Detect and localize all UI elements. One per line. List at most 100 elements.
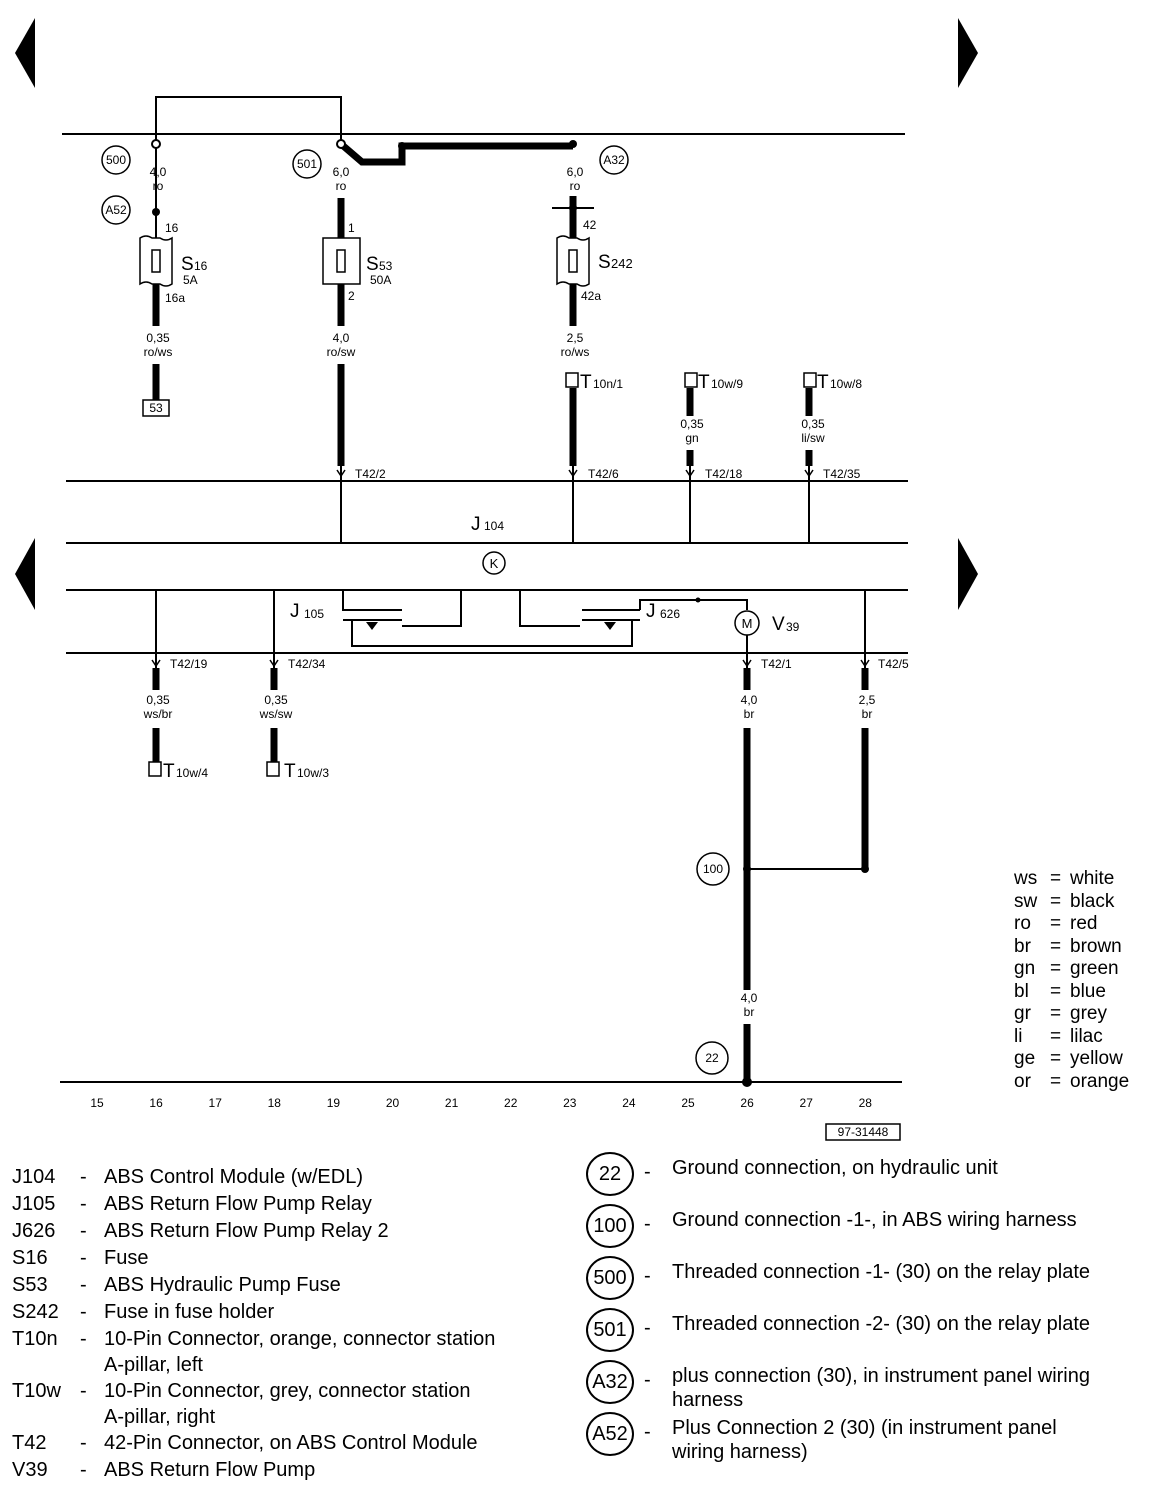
connection-legend-row: 100-Ground connection -1-, in ABS wiring… [586, 1204, 1146, 1254]
column-number: 17 [209, 1096, 223, 1110]
column-number: 24 [622, 1096, 636, 1110]
connector-t10w9-sub: 10w/9 [711, 377, 743, 391]
color-code: or [1014, 1070, 1031, 1092]
motor-v39-symbol: M [742, 616, 753, 631]
dash: - [644, 1213, 651, 1235]
component-legend-row: J105-ABS Return Flow Pump Relay [12, 1191, 572, 1243]
wire-a32-color: ro [570, 179, 581, 193]
circle-22 [695, 1041, 729, 1075]
wire-16b-color: ws/br [143, 707, 173, 721]
column-number: 25 [681, 1096, 695, 1110]
circle-22-label: 22 [705, 1051, 719, 1065]
pin-t42-35-label: T42/35 [823, 467, 861, 481]
color-name: orange [1070, 1070, 1130, 1092]
wire-26b-color: br [744, 707, 755, 721]
fuse-s53-pin-in: 1 [348, 221, 355, 235]
color-name: blue [1070, 980, 1106, 1002]
v39-sub: 39 [786, 620, 800, 634]
dash: - [80, 1380, 87, 1402]
circle-a52 [101, 195, 131, 225]
drawing-id-box [825, 1123, 901, 1141]
component-legend-row: S16-Fuse [12, 1245, 572, 1297]
terminal-53-label: 53 [149, 401, 163, 415]
wire-28b-color: br [862, 707, 873, 721]
color-name: brown [1070, 935, 1122, 957]
pin-t42-19-label: T42/19 [170, 657, 208, 671]
fuse-s53-pin-out: 2 [348, 289, 355, 303]
connection-code-circle: A52 [586, 1412, 634, 1456]
prev-section-arrow-icon[interactable] [15, 538, 35, 610]
wire-t10w9-size: 0,35 [680, 417, 704, 431]
wire-26b-size: 4,0 [741, 693, 758, 707]
column-number: 28 [859, 1096, 873, 1110]
j105-sub: 105 [304, 607, 324, 621]
component-code: T10w [12, 1380, 61, 1402]
connector-t10w3-main: T [284, 761, 296, 782]
dash: - [80, 1220, 87, 1242]
connection-legend-row: A32-plus connection (30), in instrument … [586, 1360, 1146, 1411]
component-code: S242 [12, 1301, 59, 1323]
wire-s53-size: 4,0 [333, 331, 350, 345]
pin-t42-34-label: T42/34 [288, 657, 326, 671]
next-section-arrow-icon[interactable] [958, 538, 978, 610]
pin-t42-18-label: T42/18 [705, 467, 743, 481]
column-number: 21 [445, 1096, 459, 1110]
component-description: ABS Control Module (w/EDL) [104, 1166, 363, 1188]
connection-code-circle: 500 [586, 1256, 634, 1300]
connection-code-circle: 100 [586, 1204, 634, 1248]
dash: - [80, 1432, 87, 1454]
connector-t10w4-sub: 10w/4 [176, 766, 208, 780]
color-name: green [1070, 958, 1119, 979]
j105-arrow-icon [366, 622, 378, 630]
connector-t10n1-main: T [580, 372, 592, 393]
color-legend-row: gn=green [1014, 958, 1129, 981]
j104-sub: 104 [484, 519, 504, 533]
dash: - [644, 1265, 651, 1287]
connection-legend-row: A52-Plus Connection 2 (30) (in instrumen… [586, 1412, 1146, 1463]
wire-s16-color: ro/ws [144, 345, 173, 359]
circle-501-label: 501 [297, 157, 317, 171]
pin-t42-6-label: T42/6 [588, 467, 619, 481]
splice-a32 [569, 204, 577, 212]
component-description: ABS Hydraulic Pump Fuse [104, 1274, 341, 1296]
next-page-arrow-icon[interactable] [958, 18, 978, 88]
fuse-s16-name: S [181, 254, 194, 275]
connection-description: Ground connection, on hydraulic unit [672, 1157, 998, 1179]
bridge-500-501 [155, 96, 342, 140]
fuse-s16-element [151, 249, 161, 273]
wire-t10w8-color: li/sw [801, 431, 825, 445]
connector-t10w4-symbol [148, 761, 162, 777]
column-number: 27 [800, 1096, 814, 1110]
color-legend-row: bl=blue [1014, 981, 1129, 1004]
circle-100 [696, 852, 730, 886]
color-code: ws [1014, 868, 1038, 889]
dash: - [80, 1166, 87, 1188]
wire-t10w8-size: 0,35 [801, 417, 825, 431]
j105-contact-line [402, 590, 462, 627]
dash: - [80, 1328, 87, 1350]
terminal-53-box [142, 399, 170, 417]
column-number: 26 [740, 1096, 754, 1110]
color-name: red [1070, 913, 1098, 934]
component-description: ABS Return Flow Pump Relay 2 [104, 1220, 389, 1242]
pin-t42-2-label: T42/2 [355, 467, 386, 481]
color-code: ro [1014, 913, 1031, 934]
connection-description: Threaded connection -2- (30) on the rela… [672, 1313, 1091, 1335]
fuse-s53-rating: 50A [370, 273, 391, 287]
pins-bottom [151, 590, 870, 668]
equals-sign: = [1050, 890, 1062, 912]
connection-description: Threaded connection -1- (30) on the rela… [672, 1261, 1091, 1283]
prev-page-arrow-icon[interactable] [15, 18, 35, 88]
fuse-s242-pin-out: 42a [581, 289, 601, 303]
connection-code-circle: 501 [586, 1308, 634, 1352]
circle-100-label: 100 [703, 862, 723, 876]
fuse-s16-sub: 16 [194, 259, 208, 273]
connection-legend-row: 501-Threaded connection -2- (30) on the … [586, 1308, 1146, 1358]
component-code: J104 [12, 1166, 56, 1188]
connector-t10w8-symbol [803, 372, 817, 388]
color-code: br [1014, 935, 1031, 957]
color-legend-row: ro=red [1014, 913, 1129, 936]
color-legend-row: ge=yellow [1014, 1048, 1129, 1071]
